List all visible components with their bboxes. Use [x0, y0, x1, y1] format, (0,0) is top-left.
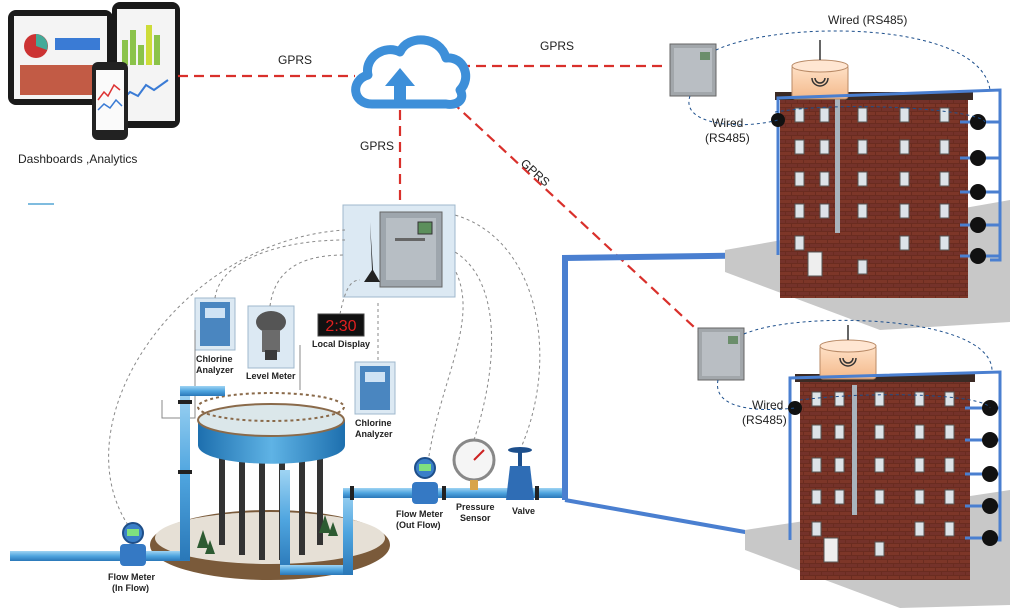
flow-meter-out-label-line2: (Out Flow) — [396, 520, 441, 530]
water-meters-building-1 — [771, 113, 986, 264]
flow-meter-out-label-line1: Flow Meter — [396, 509, 444, 519]
wired-rs485-label-b2-line1: Wired — [752, 398, 783, 412]
flow-meter-in-label-line1: Flow Meter — [108, 572, 156, 582]
gprs-label-diagonal: GPRS — [518, 156, 553, 189]
antenna-icon — [364, 222, 380, 282]
chlorine-analyzer-2-label-line1: Chlorine — [355, 418, 392, 428]
dashboards-label: Dashboards ,Analytics — [18, 152, 137, 166]
radar-sensor-icon — [811, 40, 829, 87]
wired-rs485-lines-1 — [688, 30, 991, 126]
valve-icon — [506, 447, 534, 500]
gprs-label-right: GPRS — [540, 39, 574, 53]
chlorine-analyzer-1-label-line2: Analyzer — [196, 365, 234, 375]
gprs-links — [178, 64, 709, 341]
wired-rs485-label-b1-line1: Wired — [712, 116, 743, 130]
chlorine-analyzer-1 — [194, 297, 236, 351]
gprs-link-cloud-building2 — [451, 101, 709, 341]
gprs-label-down: GPRS — [360, 139, 394, 153]
water-pipes — [10, 386, 563, 575]
controller-building-1 — [669, 43, 717, 97]
flow-meter-in — [120, 522, 146, 566]
chlorine-analyzer-2 — [354, 361, 396, 415]
controller-panel — [342, 204, 456, 298]
building-1 — [725, 40, 1010, 330]
flow-meter-out — [412, 457, 438, 504]
pressure-sensor-label-line2: Sensor — [460, 513, 491, 523]
level-meter-label: Level Meter — [246, 371, 296, 381]
chlorine-analyzer-1-label-line1: Chlorine — [196, 354, 233, 364]
radar-sensor-icon — [839, 325, 857, 367]
wired-rs485-label-b2-line2: (RS485) — [742, 413, 787, 427]
local-display-value: 2:30 — [325, 318, 356, 335]
pressure-sensor-label-line1: Pressure — [456, 502, 495, 512]
controller-building-2 — [697, 327, 745, 381]
valve-label: Valve — [512, 506, 535, 516]
cloud-upload-icon — [351, 35, 471, 109]
sensor-signal-lines — [108, 214, 541, 526]
gprs-label-left: GPRS — [278, 53, 312, 67]
wired-rs485-label-top: Wired (RS485) — [828, 13, 907, 27]
pressure-gauge-icon — [452, 438, 496, 490]
building-2 — [745, 325, 1010, 608]
local-display-label: Local Display — [312, 339, 370, 349]
flow-meter-in-label-line2: (In Flow) — [112, 583, 149, 593]
wired-rs485-lines-2 — [717, 319, 993, 410]
chlorine-analyzer-2-label-line2: Analyzer — [355, 429, 393, 439]
local-display: 2:30 — [317, 313, 365, 337]
level-meter — [247, 305, 295, 369]
wired-rs485-label-b1-line2: (RS485) — [705, 131, 750, 145]
dashboard-devices-illustration — [8, 2, 180, 140]
